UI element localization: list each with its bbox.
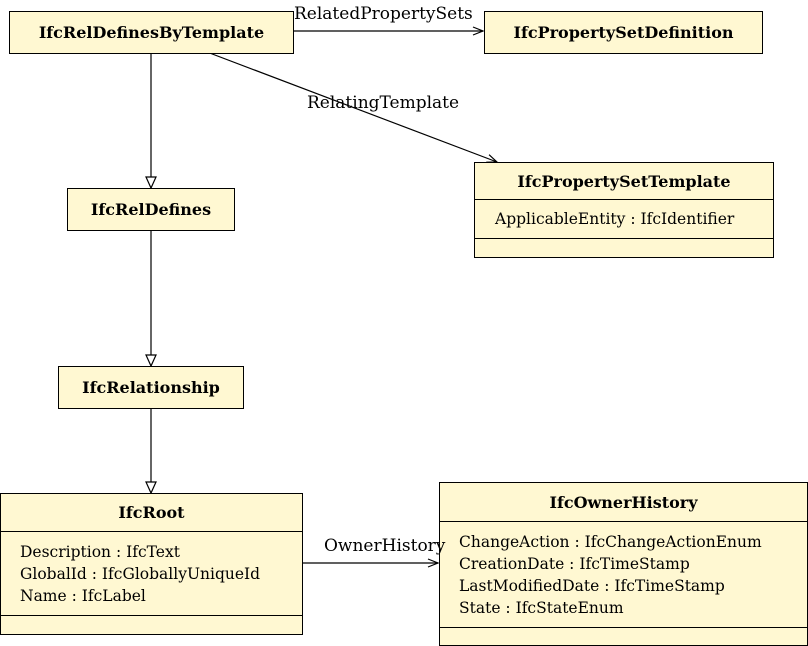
- attribute: State : IfcStateEnum: [459, 598, 624, 617]
- class-ifcpropertysettemplate[interactable]: IfcPropertySetTemplate ApplicableEntity …: [474, 162, 774, 258]
- class-ifcreldefines[interactable]: IfcRelDefines: [67, 188, 235, 231]
- attribute: Description : IfcText: [20, 542, 180, 561]
- class-name: IfcRelDefinesByTemplate: [38, 23, 265, 42]
- attribute-list: ChangeAction : IfcChangeActionEnum Creat…: [440, 522, 807, 628]
- attribute: GlobalId : IfcGloballyUniqueId: [20, 564, 261, 583]
- attribute-list: ApplicableEntity : IfcIdentifier: [475, 200, 773, 239]
- attribute: ApplicableEntity : IfcIdentifier: [495, 210, 735, 228]
- class-ifcpropertysetdefinition[interactable]: IfcPropertySetDefinition: [484, 11, 763, 54]
- attribute: Name : IfcLabel: [20, 586, 146, 605]
- association-label-relating-template: RelatingTemplate: [307, 93, 460, 113]
- class-ifcroot[interactable]: IfcRoot Description : IfcText GlobalId :…: [0, 493, 303, 635]
- attribute: CreationDate : IfcTimeStamp: [459, 554, 690, 573]
- association-label-owner-history: OwnerHistory: [324, 536, 446, 556]
- class-name: IfcRoot: [1, 494, 302, 532]
- class-name: IfcPropertySetDefinition: [513, 23, 734, 42]
- relating-template-association: [206, 51, 497, 162]
- class-name: IfcPropertySetTemplate: [475, 163, 773, 200]
- attribute: ChangeAction : IfcChangeActionEnum: [459, 532, 762, 551]
- attribute: LastModifiedDate : IfcTimeStamp: [459, 576, 725, 595]
- class-name: IfcOwnerHistory: [440, 483, 807, 522]
- attribute-list: Description : IfcText GlobalId : IfcGlob…: [1, 532, 302, 616]
- class-name: IfcRelationship: [82, 378, 220, 397]
- class-ifcownerhistory[interactable]: IfcOwnerHistory ChangeAction : IfcChange…: [439, 482, 808, 646]
- class-ifcreldefinesbytemplate[interactable]: IfcRelDefinesByTemplate: [9, 11, 294, 54]
- association-label-related-property-sets: RelatedPropertySets: [294, 4, 473, 24]
- class-ifcrelationship[interactable]: IfcRelationship: [58, 366, 244, 409]
- class-name: IfcRelDefines: [90, 200, 212, 219]
